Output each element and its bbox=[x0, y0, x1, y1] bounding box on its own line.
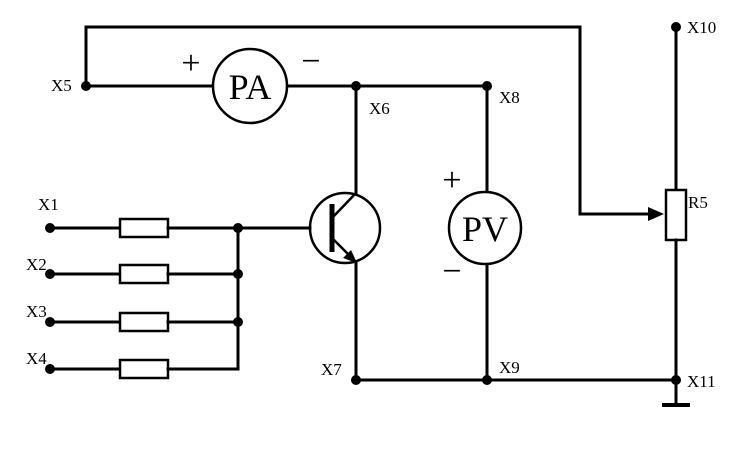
transistor-collector-lead bbox=[331, 192, 357, 219]
terminal-x11 bbox=[671, 375, 681, 385]
label-x3: X3 bbox=[26, 302, 47, 321]
junction-bus-2 bbox=[233, 269, 243, 279]
ammeter-minus-sign: − bbox=[301, 43, 320, 80]
ammeter-plus-sign: + bbox=[181, 45, 200, 82]
label-x6: X6 bbox=[369, 99, 390, 118]
label-x9: X9 bbox=[499, 358, 520, 377]
resistor-x4 bbox=[118, 358, 170, 380]
junction-bus-3 bbox=[233, 317, 243, 327]
voltmeter-circle bbox=[447, 190, 523, 266]
terminal-x2 bbox=[45, 269, 55, 279]
label-x10: X10 bbox=[687, 18, 716, 37]
label-x7: X7 bbox=[321, 360, 342, 379]
resistor-x1 bbox=[118, 217, 170, 239]
terminal-x4 bbox=[45, 364, 55, 374]
label-x5: X5 bbox=[51, 76, 72, 95]
label-x4: X4 bbox=[26, 349, 47, 368]
terminal-x3 bbox=[45, 317, 55, 327]
resistor-x3 bbox=[118, 311, 170, 333]
potentiometer-r5 bbox=[664, 188, 688, 242]
terminal-x6 bbox=[351, 81, 361, 91]
ammeter-circle bbox=[211, 47, 289, 125]
junction-bus-1 bbox=[233, 223, 243, 233]
label-x1: X1 bbox=[38, 195, 59, 214]
transistor-emitter-arrow bbox=[343, 250, 357, 263]
label-r5: R5 bbox=[688, 193, 708, 212]
label-x11: X11 bbox=[687, 372, 716, 391]
voltmeter-plus-sign: + bbox=[442, 162, 461, 199]
terminal-x8 bbox=[482, 81, 492, 91]
terminal-x5 bbox=[81, 81, 91, 91]
label-x8: X8 bbox=[499, 88, 520, 107]
terminal-x1 bbox=[45, 223, 55, 233]
wiper-arrow bbox=[648, 207, 664, 221]
terminal-x7 bbox=[351, 375, 361, 385]
ammeter-label: PA bbox=[229, 67, 272, 107]
terminal-x9 bbox=[482, 375, 492, 385]
label-x2: X2 bbox=[26, 255, 47, 274]
wiper-wire bbox=[84, 25, 654, 216]
terminal-x10 bbox=[671, 22, 681, 32]
voltmeter-minus-sign: − bbox=[442, 253, 461, 290]
resistor-x2 bbox=[118, 263, 170, 285]
voltmeter-label: PV bbox=[462, 209, 508, 249]
